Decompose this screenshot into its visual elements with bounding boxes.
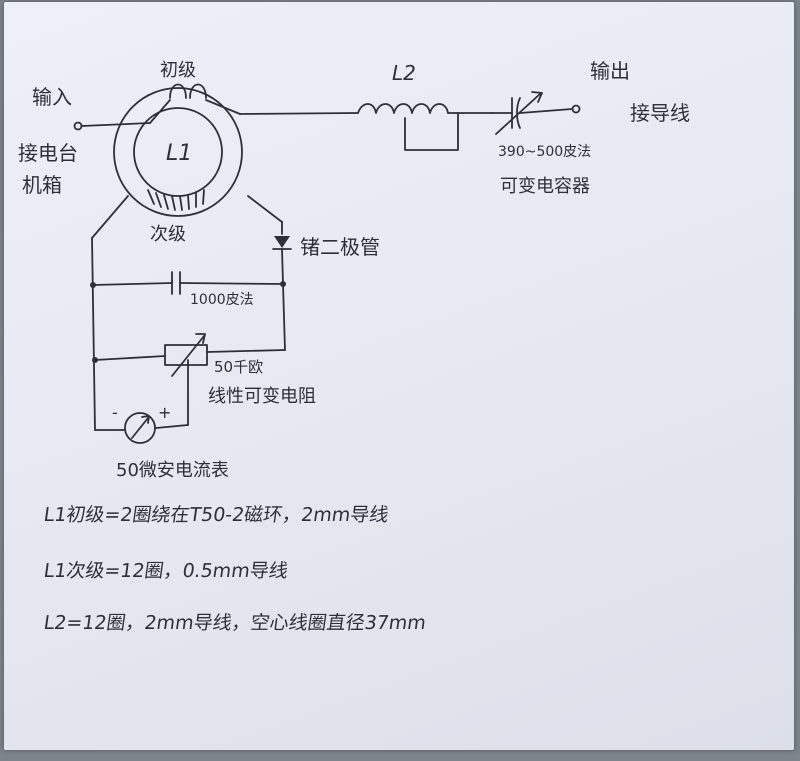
potentiometer [94,333,286,377]
note-l1-secondary: L1次级=12圈，0.5mm导线 [42,560,290,582]
toroid-label: L1 [166,141,192,166]
secondary-lead-left [91,195,129,239]
germanium-diode [272,236,292,285]
microammeter [94,359,189,444]
diode-label: 锗二极管 [300,235,380,259]
variable-cap-desc: 可变电容器 [500,176,590,197]
variable-capacitor [491,91,573,135]
right-rail [282,283,286,351]
wire-to-l2 [239,112,359,115]
toroid-l1 [113,83,243,217]
input-sub-label-1: 接电台 [18,141,78,165]
variable-cap-value: 390~500皮法 [498,144,591,160]
note-l2: L2=12圈，2mm导线，空心线圈直径37mm [42,612,428,634]
input-label: 输入 [32,85,72,109]
l2-label: L2 [392,61,416,85]
output-sub-label: 接导线 [630,101,690,125]
secondary-label: 次级 [150,224,186,245]
pot-value-label: 50千欧 [214,358,263,376]
coil-l2 [357,103,493,151]
fixed-cap-label: 1000皮法 [190,292,254,308]
secondary-lead-right [247,195,283,223]
output-label: 输出 [590,59,630,83]
fixed-capacitor [92,271,284,295]
output-terminal [571,104,581,114]
input-sub-label-2: 机箱 [22,173,62,197]
note-l1-primary: L1初级=2圈绕在T50-2磁环，2mm导线 [42,504,390,526]
meter-desc-label: 50微安电流表 [116,460,229,481]
input-terminal [73,121,83,131]
paper-sheet [4,2,794,750]
input-wire [81,122,151,127]
meter-minus-label: - [112,403,118,422]
primary-label: 初级 [160,60,196,81]
meter-plus-label: + [158,403,171,422]
pot-desc-label: 线性可变电阻 [208,386,316,407]
left-rail [91,237,96,431]
